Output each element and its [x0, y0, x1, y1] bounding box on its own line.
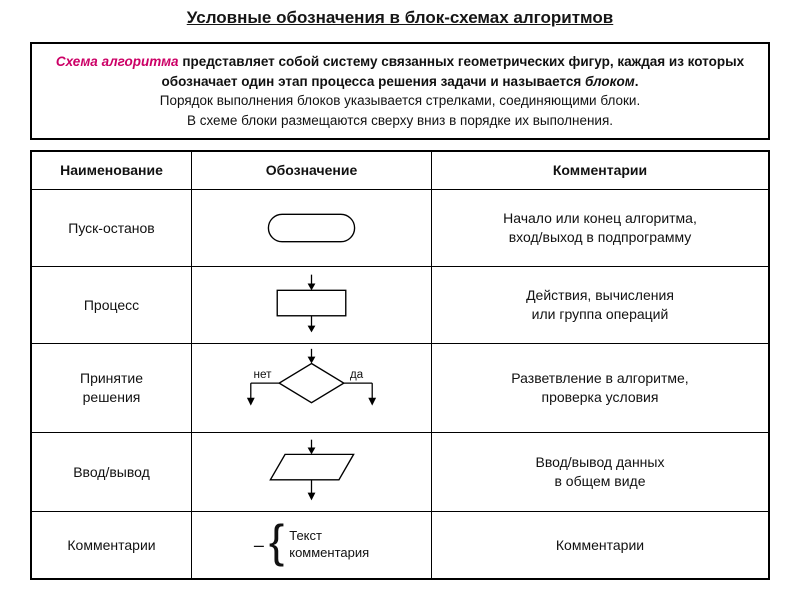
page-title: Условные обозначения в блок-схемах алгор…	[186, 8, 614, 27]
process-icon	[276, 274, 347, 333]
symbols-table: Наименование Обозначение Комментарии Пус…	[30, 150, 770, 580]
comment-dash-icon: –	[253, 534, 264, 555]
symbol-cell-comment: –{Текст комментария	[192, 512, 432, 578]
name-cell-decision: Принятие решения	[32, 344, 192, 433]
name-cell-terminator: Пуск-останов	[32, 190, 192, 267]
symbol-cell-process	[192, 267, 432, 344]
terminator-shape	[267, 213, 356, 243]
arrow-head-icon	[368, 397, 377, 406]
intro-line-arrows: Порядок выполнения блоков указывается ст…	[159, 93, 641, 109]
symbol-cell-terminator	[192, 190, 432, 267]
comment-cell-process: Действия, вычисления или группа операций	[432, 267, 768, 344]
col-header-symbol: Обозначение	[192, 152, 432, 190]
symbol-cell-io	[192, 433, 432, 512]
decision-icon: нет да	[246, 348, 377, 406]
col-header-name: Наименование	[32, 152, 192, 190]
decision-shape	[277, 362, 346, 404]
arrow-head-icon	[307, 283, 316, 291]
comment-brace-icon: {	[268, 515, 285, 568]
process-shape	[276, 289, 347, 317]
intro-definition-text: представляет собой систему связанных гео…	[161, 54, 745, 89]
comment-symbol-text: Текст комментария	[289, 528, 370, 560]
name-cell-io: Ввод/вывод	[32, 433, 192, 512]
terminator-icon	[267, 213, 356, 243]
intro-definition: Схема алгоритма представляет собой систе…	[44, 52, 756, 91]
comment-cell-io: Ввод/вывод данных в общем виде	[432, 433, 768, 512]
name-cell-comment: Комментарии	[32, 512, 192, 578]
comment-cell-decision: Разветвление в алгоритме, проверка услов…	[432, 344, 768, 433]
arrow-head-icon	[307, 447, 316, 455]
decision-no-label: нет	[254, 368, 273, 381]
name-cell-process: Процесс	[32, 267, 192, 344]
arrow-head-icon	[246, 397, 255, 406]
intro-line-order: В схеме блоки размещаются сверху вниз в …	[186, 112, 614, 128]
comment-cell-comment: Комментарии	[555, 536, 645, 553]
intro-period: .	[634, 73, 639, 89]
parallelogram-shape	[269, 453, 355, 481]
arrow-head-icon	[307, 492, 316, 501]
intro-box: Схема алгоритма представляет собой систе…	[30, 42, 770, 141]
symbol-cell-decision: нет да	[192, 344, 432, 433]
decision-yes-label: да	[350, 368, 364, 381]
comment-symbol: –{Текст комментария	[253, 515, 370, 568]
intro-term-block: блоком	[585, 73, 635, 89]
input-output-icon	[269, 439, 355, 501]
arrow-head-icon	[307, 325, 316, 333]
arrow-head-icon	[307, 356, 316, 364]
col-header-comments: Комментарии	[432, 152, 768, 190]
intro-term: Схема алгоритма	[55, 54, 179, 69]
comment-cell-terminator: Начало или конец алгоритма, вход/выход в…	[432, 190, 768, 267]
